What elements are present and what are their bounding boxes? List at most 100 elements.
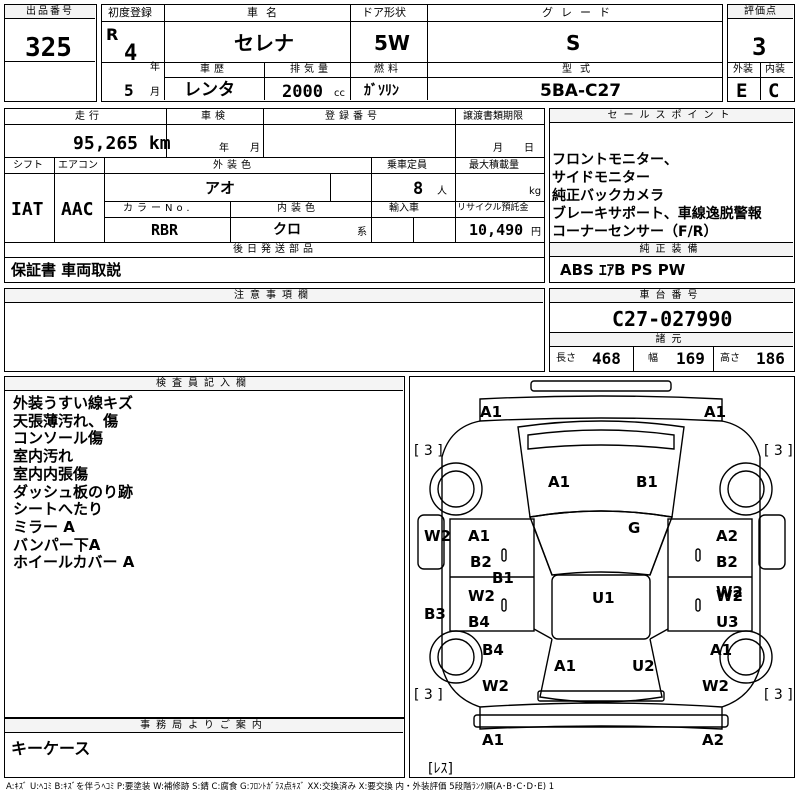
damage-mark: A1 [554, 657, 576, 675]
damage-mark: B2 [716, 553, 738, 571]
main-header-box: 初度登録 R 4 年 5 月 車名 セレナ ドア形状 5W グレード S 車歴 … [101, 4, 723, 102]
genuine-label: 純正装備 [550, 243, 793, 257]
first-reg-year: 4 [124, 41, 138, 66]
int-color-label: 内装色 [277, 203, 319, 214]
sales-point: サイドモニター [552, 170, 650, 186]
shift-label: シフト [13, 160, 43, 171]
int-color-unit: 系 [357, 227, 367, 238]
shift-value: IAT [11, 199, 44, 220]
import-label: 輸入車 [389, 203, 419, 214]
inspector-note: ミラー A [13, 517, 75, 536]
car-name-label: 車名 [247, 6, 285, 19]
later-parts-label: 後日発送部品 [233, 244, 317, 255]
grade-value: S [566, 31, 581, 55]
inspection-month-unit: 月 [250, 143, 260, 154]
grade-label: グレード [542, 6, 618, 19]
capacity-label: 乗車定員 [387, 160, 427, 171]
inspector-note: ダッシュ板のり跡 [13, 482, 134, 501]
regno-label: 登録番号 [325, 111, 381, 122]
damage-mark: [ﾚｽ] [428, 761, 453, 776]
inspector-note: 天張薄汚れ、傷 [13, 411, 119, 430]
damage-mark: [ 3 ] [414, 443, 443, 459]
damage-mark: W2 [424, 527, 451, 545]
exterior-value: E [736, 80, 748, 102]
damage-mark: B2 [470, 553, 492, 571]
damage-mark: W2 [716, 583, 743, 601]
damage-mark: W2 [702, 677, 729, 695]
fuel-label: 燃料 [374, 64, 402, 75]
history-value: レンタ [184, 80, 235, 100]
width-label: 幅 [648, 353, 658, 364]
transfer-month-unit: 月 [493, 143, 503, 154]
score-box: 評価点 3 外装 内装 E C [727, 4, 795, 102]
fuel-value: ｶﾞｿﾘﾝ [364, 83, 399, 99]
lot-number: 325 [25, 33, 72, 63]
damage-mark: A2 [702, 731, 724, 749]
model-value: 5BA-C27 [540, 81, 622, 101]
mileage-label: 走行 [75, 111, 103, 122]
vehicle-info-box: 走行 95,265 km 車検 年 月 登録番号 譲渡書類期限 月 日 シフト … [4, 108, 545, 283]
interior-label: 内装 [765, 64, 785, 75]
damage-mark: B4 [482, 641, 504, 659]
first-reg-month-unit: 月 [150, 87, 160, 98]
sales-points-box: セールスポイント フロントモニター、 サイドモニター 純正バックカメラ ブレーキ… [549, 108, 795, 283]
capacity-unit: 人 [437, 186, 447, 197]
lot-label: 出品番号 [5, 5, 95, 19]
notes-label: 注意事項欄 [5, 289, 543, 303]
transfer-day-unit: 日 [524, 143, 534, 154]
ext-color-value: アオ [205, 179, 236, 197]
recycle-unit: 円 [531, 227, 541, 238]
sales-point: コーナーセンサー（F/R） [552, 224, 718, 240]
damage-mark: W2 [468, 587, 495, 605]
first-reg-era: R [106, 25, 119, 44]
damage-mark: A1 [468, 527, 490, 545]
damage-mark: [ 3 ] [764, 687, 793, 703]
inspection-year-unit: 年 [219, 143, 229, 154]
damage-mark: G [628, 519, 640, 537]
inspector-note: 室内汚れ [13, 447, 74, 466]
damage-mark: B3 [424, 605, 446, 623]
int-color-value: クロ [273, 222, 301, 238]
chassis-label: 車台番号 [550, 289, 793, 303]
first-reg-year-unit: 年 [150, 62, 160, 73]
damage-mark: A1 [548, 473, 570, 491]
damage-mark: [ 3 ] [414, 687, 443, 703]
damage-mark: B1 [636, 473, 658, 491]
length-label: 長さ [556, 353, 576, 364]
office-value: キーケース [11, 739, 91, 758]
inspector-note: 外装うすい線キズ [13, 394, 134, 412]
notes-box: 注意事項欄 [4, 288, 545, 372]
mileage-value: 95,265 km [73, 133, 171, 154]
damage-mark: B1 [492, 569, 514, 587]
door-label: ドア形状 [362, 6, 406, 19]
door-type: 5W [374, 31, 410, 55]
damage-mark: U1 [592, 589, 615, 607]
first-reg-label: 初度登録 [108, 6, 152, 19]
inspection-label: 車検 [201, 111, 229, 122]
sales-points-label: セールスポイント [550, 109, 793, 123]
damage-mark: B4 [468, 613, 490, 631]
inspector-note: ホイールカバー A [13, 553, 135, 572]
lot-box: 出品番号 325 [4, 4, 97, 102]
color-no-value: RBR [151, 221, 179, 239]
damage-mark: A2 [716, 527, 738, 545]
damage-mark: W2 [716, 587, 743, 605]
aircon-value: AAC [61, 199, 94, 220]
displacement-label: 排気量 [290, 64, 332, 75]
legend: A:ｷｽﾞ U:ﾍｺﾐ B:ｷｽﾞを伴うﾍｺﾐ P:要塗装 W:補修跡 S:錆 … [6, 782, 555, 792]
damage-mark: A1 [704, 403, 726, 421]
load-label: 最大積載量 [469, 160, 519, 171]
inspector-box: 検査員記入欄 外装うすい線キズ 天張薄汚れ、傷 コンソール傷 室内汚れ 室内内張… [4, 376, 405, 718]
office-box: 事務局よりご案内 キーケース [4, 718, 405, 778]
score-value: 3 [752, 33, 767, 61]
displacement-unit: cc [334, 88, 345, 99]
first-reg-month: 5 [124, 81, 134, 100]
damage-mark: W2 [482, 677, 509, 695]
aircon-label: エアコン [58, 160, 98, 171]
model-label: 型式 [562, 64, 598, 75]
history-label: 車歴 [200, 64, 228, 75]
sales-point: ブレーキサポート、車線逸脱警報 [552, 206, 762, 222]
sales-point: フロントモニター、 [552, 152, 678, 168]
length-value: 468 [592, 349, 621, 368]
damage-mark: A1 [710, 641, 732, 659]
